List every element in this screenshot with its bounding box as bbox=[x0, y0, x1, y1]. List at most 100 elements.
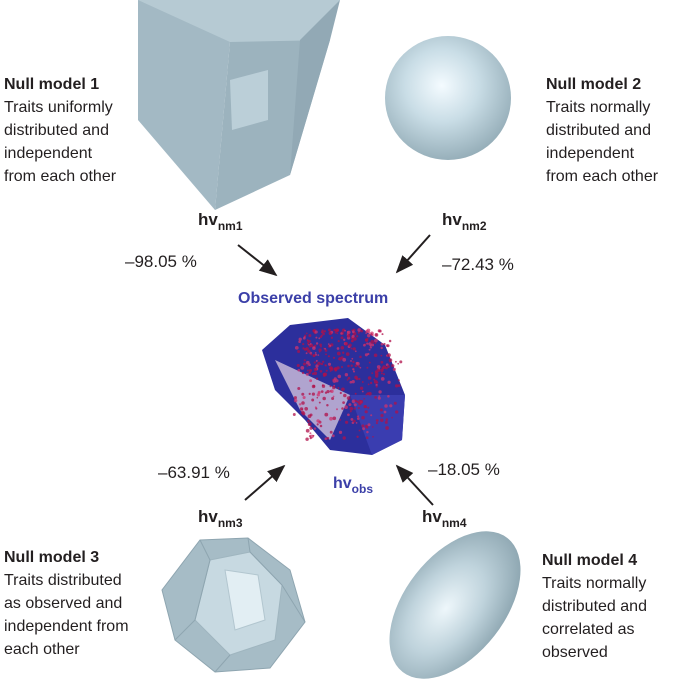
observed-point bbox=[375, 385, 378, 388]
hv-nm1-sub: nm1 bbox=[217, 219, 243, 233]
null-model-4-label: Null model 4 Traits normally distributed… bbox=[542, 549, 647, 664]
observed-point bbox=[318, 348, 322, 352]
observed-point bbox=[312, 434, 315, 437]
observed-point bbox=[315, 359, 318, 362]
observed-point bbox=[305, 428, 310, 433]
observed-point bbox=[320, 362, 324, 366]
hv-nm2-base: hv bbox=[442, 210, 462, 229]
hv-nm1-base: hv bbox=[198, 210, 218, 229]
observed-point bbox=[337, 339, 340, 343]
observed-point bbox=[346, 330, 349, 334]
observed-point bbox=[353, 337, 357, 341]
observed-point bbox=[326, 390, 330, 394]
observed-point bbox=[304, 406, 309, 411]
observed-point bbox=[329, 385, 332, 388]
observed-point bbox=[336, 366, 340, 370]
observed-point bbox=[314, 352, 317, 354]
observed-point bbox=[350, 359, 352, 362]
null-model-3-title: Null model 3 bbox=[4, 549, 100, 566]
observed-point bbox=[334, 331, 337, 334]
observed-point bbox=[348, 343, 352, 347]
observed-point bbox=[380, 342, 384, 346]
observed-point bbox=[380, 413, 384, 418]
observed-point bbox=[351, 339, 354, 343]
observed-point bbox=[379, 408, 383, 412]
observed-point bbox=[383, 410, 387, 414]
observed-point bbox=[366, 328, 371, 333]
observed-point bbox=[317, 354, 320, 356]
observed-point bbox=[293, 396, 297, 400]
observed-point bbox=[325, 369, 328, 372]
observed-point bbox=[340, 332, 343, 335]
observed-point bbox=[351, 357, 354, 360]
observed-point bbox=[361, 424, 365, 428]
observed-point bbox=[320, 390, 324, 393]
observed-point bbox=[301, 371, 305, 375]
observed-point bbox=[389, 360, 392, 363]
observed-point bbox=[344, 329, 346, 332]
observed-point bbox=[319, 370, 323, 373]
observed-point bbox=[376, 368, 381, 373]
observed-point bbox=[368, 361, 371, 364]
observed-point bbox=[394, 384, 399, 388]
observed-point bbox=[315, 336, 318, 339]
observed-point bbox=[320, 345, 322, 348]
observed-point bbox=[386, 344, 390, 348]
observed-point bbox=[322, 396, 326, 401]
observed-point bbox=[378, 390, 382, 394]
observed-point bbox=[375, 383, 378, 387]
observed-point bbox=[371, 343, 375, 347]
null-model-2-label: Null model 2 Traits normally distributed… bbox=[546, 73, 658, 188]
observed-point bbox=[359, 399, 364, 404]
observed-point bbox=[336, 351, 341, 356]
observed-point bbox=[380, 354, 383, 357]
observed-point bbox=[309, 342, 312, 345]
null-model-1-title: Null model 1 bbox=[4, 76, 100, 93]
observed-point bbox=[347, 413, 350, 417]
observed-point bbox=[350, 364, 353, 367]
observed-point bbox=[316, 393, 320, 397]
observed-point bbox=[378, 395, 381, 397]
observed-point bbox=[313, 371, 318, 376]
observed-point bbox=[326, 436, 330, 440]
observed-point bbox=[353, 407, 356, 410]
observed-point bbox=[323, 330, 327, 333]
observed-point bbox=[375, 419, 379, 422]
observed-point bbox=[374, 396, 377, 399]
observed-point bbox=[357, 328, 362, 332]
observed-point bbox=[324, 349, 328, 352]
arrow-nm3 bbox=[244, 464, 286, 501]
observed-point bbox=[308, 368, 313, 373]
observed-point bbox=[391, 364, 395, 368]
observed-point bbox=[367, 406, 370, 409]
hv-obs-base: hv bbox=[333, 475, 352, 492]
observed-point bbox=[364, 410, 368, 414]
observed-point bbox=[372, 435, 374, 438]
observed-point bbox=[369, 344, 372, 347]
observed-point bbox=[361, 415, 365, 420]
observed-point bbox=[305, 347, 309, 351]
observed-point bbox=[351, 380, 355, 384]
observed-point bbox=[326, 404, 329, 407]
cube-shape bbox=[138, 0, 340, 210]
observed-point bbox=[314, 330, 318, 334]
null-model-2-description: Traits normally distributed and independ… bbox=[546, 99, 659, 185]
observed-point bbox=[303, 359, 306, 362]
observed-point bbox=[306, 360, 310, 365]
observed-point bbox=[309, 379, 313, 383]
hv-obs-label: hvobs bbox=[333, 475, 373, 496]
observed-point bbox=[314, 406, 317, 409]
hv-nm4-sub: nm4 bbox=[441, 516, 467, 530]
observed-point bbox=[388, 339, 392, 343]
observed-point bbox=[311, 392, 315, 396]
observed-point bbox=[314, 353, 318, 356]
hv-nm3-label: hvnm3 bbox=[198, 507, 243, 530]
observed-point bbox=[306, 369, 309, 372]
observed-point bbox=[318, 401, 321, 404]
observed-point bbox=[343, 338, 346, 341]
observed-point bbox=[297, 368, 301, 372]
sphere-shape bbox=[385, 36, 511, 160]
observed-point bbox=[354, 350, 357, 353]
observed-point bbox=[308, 345, 312, 348]
